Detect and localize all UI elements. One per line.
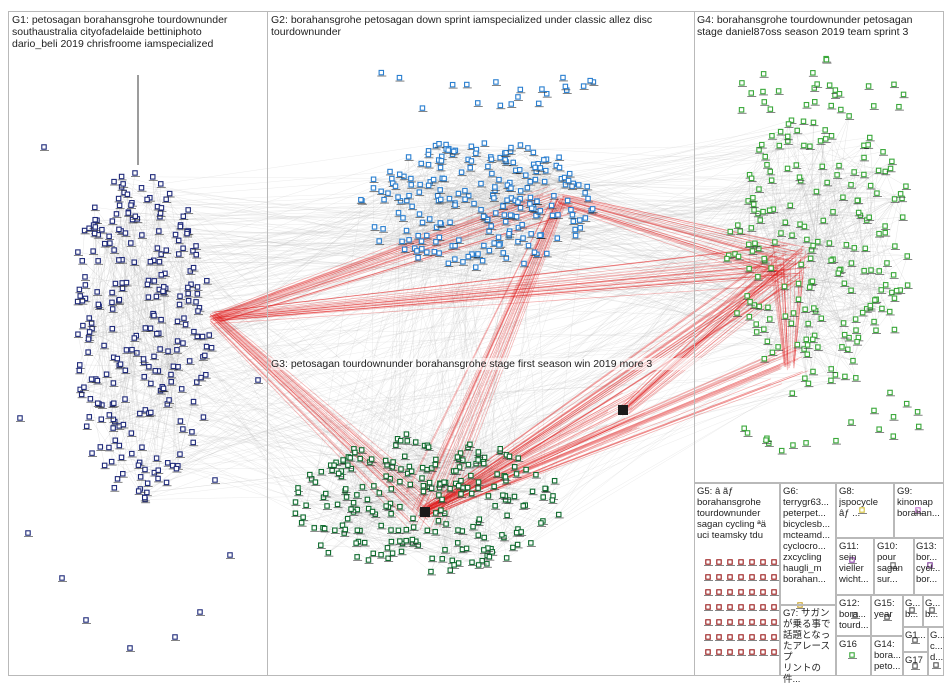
group-box-g4 xyxy=(694,11,944,483)
group-label-g10: G10: pour sagan sur... xyxy=(877,541,913,585)
group-label-g8: G8: jspocycle âƒ ... xyxy=(839,486,893,519)
group-label-g19: G... b... xyxy=(925,598,944,620)
group-box-g1 xyxy=(8,11,268,676)
group-label-g20: G1... xyxy=(905,630,927,641)
group-label-g7: G7: サガン が乗る事で 話題となっ たアレースプ リントの件... xyxy=(783,608,835,685)
group-label-g5: G5: â ãƒ borahansgrohe tourdownunder sag… xyxy=(697,486,779,541)
group-label-g6: G6: terrygr63... peterpet... bicyclesb..… xyxy=(783,486,835,585)
group-label-g12: G12: bora... tourd... xyxy=(839,598,870,631)
group-label-g21: G... c... d... xyxy=(930,630,944,663)
group-label-g1: G1: petosagan borahansgrohe tourdownunde… xyxy=(12,14,264,50)
group-label-g16: G16 xyxy=(839,639,870,650)
group-label-g9: G9: kinomap borahan... xyxy=(897,486,943,519)
group-label-g13: G13: bor... cycl... bor... xyxy=(916,541,944,585)
group-label-g4: G4: borahansgrohe tourdownunder petosaga… xyxy=(697,14,942,38)
group-label-g11: G11: sein vieller wicht... xyxy=(839,541,873,585)
group-label-g18: G... b... xyxy=(905,598,923,620)
group-label-g2: G2: borahansgrohe petosagan down sprint … xyxy=(271,14,691,38)
group-label-g17: G17 xyxy=(905,655,927,666)
group-box-g2 xyxy=(267,11,695,676)
group-label-g3: G3: petosagan tourdownunder borahansgroh… xyxy=(271,358,701,370)
group-label-g14: G14: bora... peto... xyxy=(874,639,902,672)
group-label-g15: G15: year xyxy=(874,598,902,620)
